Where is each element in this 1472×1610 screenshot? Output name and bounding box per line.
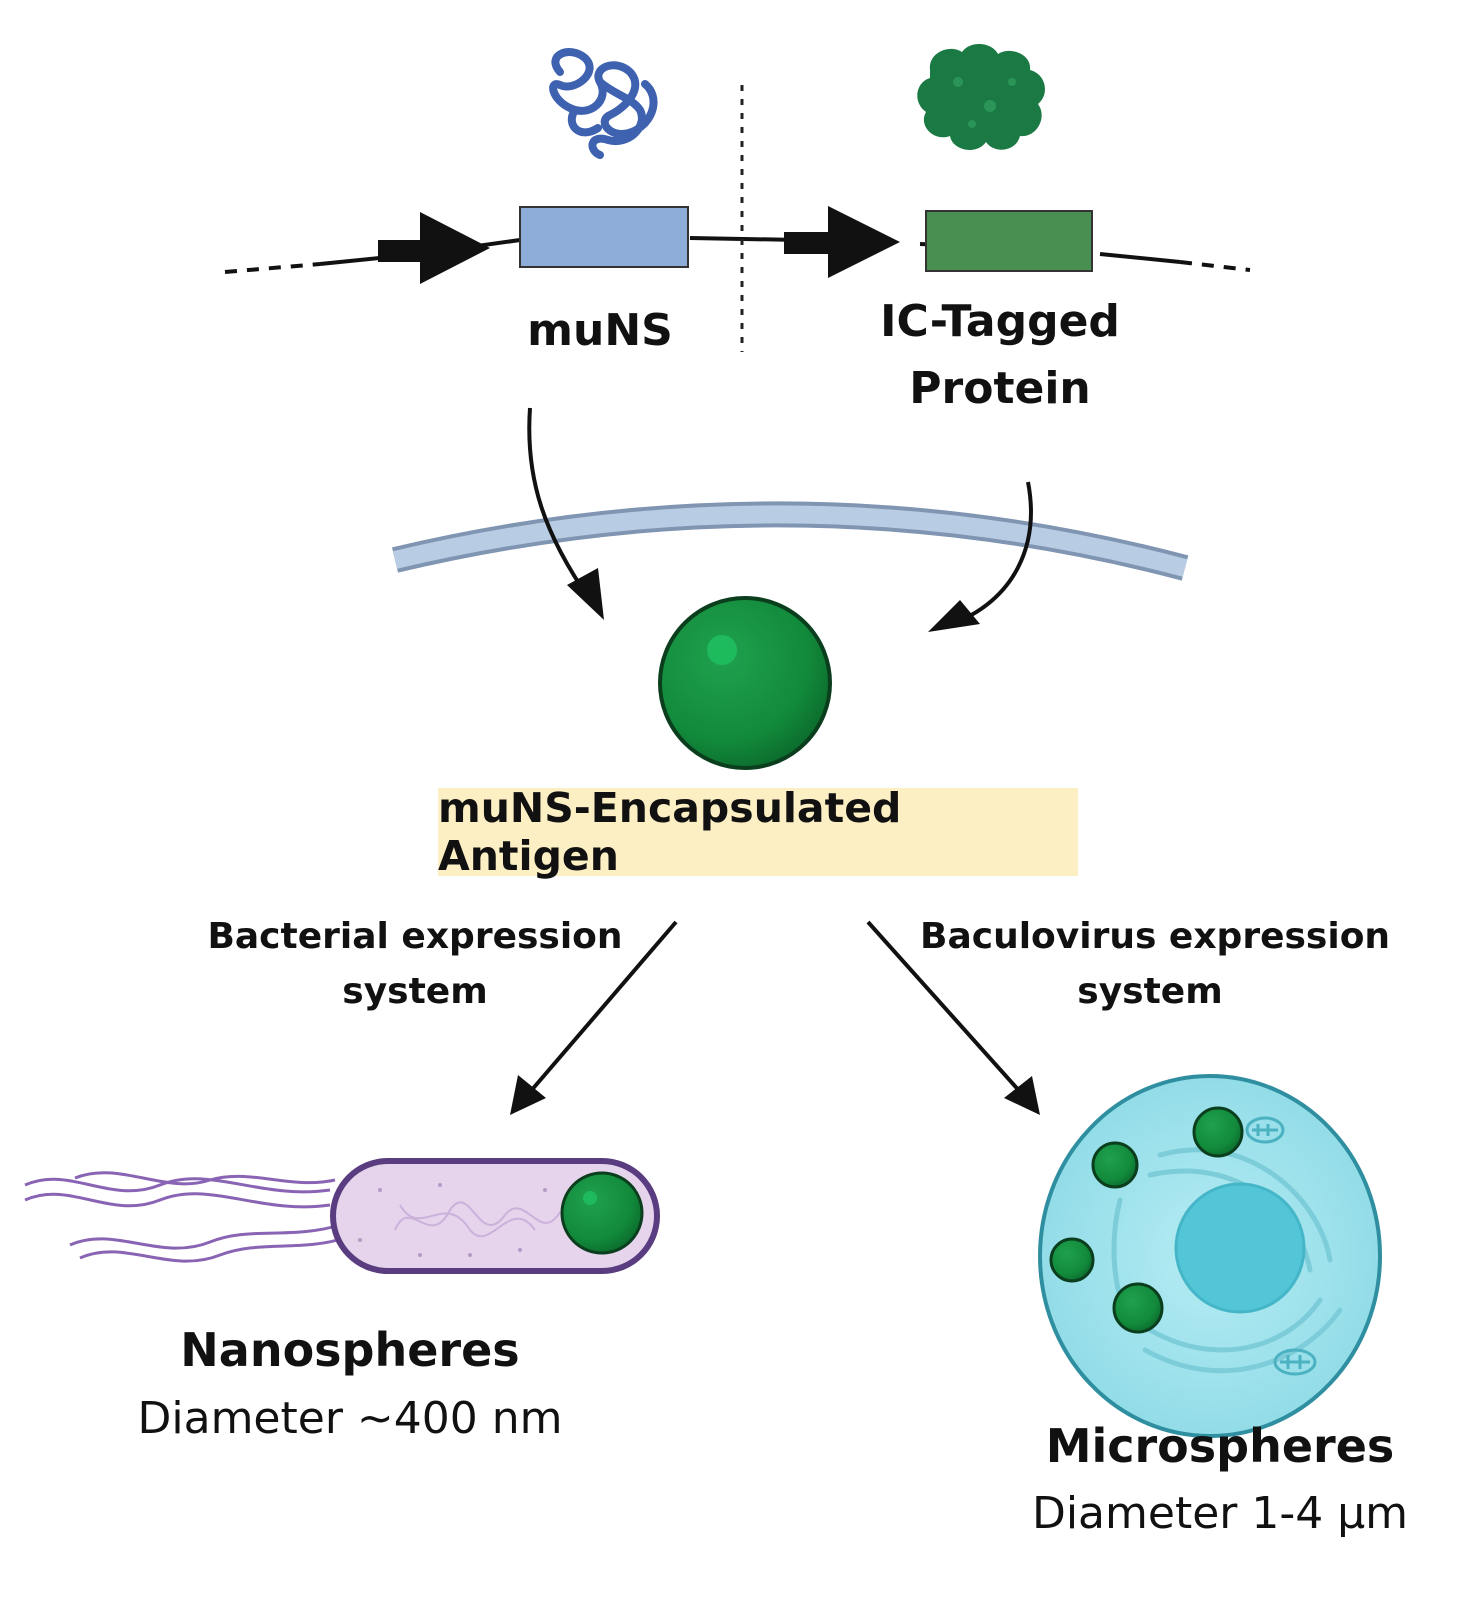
bacterial-system-line1: Bacterial expression [207,916,623,957]
branch-arrows [528,920,1024,1096]
muns-protein-icon [549,48,658,159]
arrowhead-bacterial [510,1075,546,1115]
bacterium-icon [24,1158,660,1274]
antigen-label: muNS-Encapsulated Antigen [438,784,902,880]
arrowhead-right [928,600,980,632]
encapsulated-sphere [658,596,832,770]
muns-gene-box [519,206,689,268]
bacterial-system-line2: system [342,971,488,1012]
nanospheres-diameter: Diameter ~400 nm [137,1393,563,1444]
baculovirus-system-line1: Baculovirus expression [920,916,1391,957]
ic-protein-icon [917,43,1045,150]
antigen-label-box: muNS-Encapsulated Antigen [438,784,1078,880]
insect-cell-icon [1038,1074,1382,1438]
ic-gene-box [925,210,1093,272]
ic-tagged-label-line1: IC-Tagged [880,296,1120,347]
nanospheres-label: Nanospheres [180,1323,520,1377]
arrowhead-left [567,568,604,620]
microspheres-label: Microspheres [1045,1419,1395,1473]
promoter-arrow-2 [784,206,900,278]
muns-label: muNS [527,305,673,356]
ic-tagged-label-line2: Protein [909,363,1091,414]
promoter-arrow-1 [378,212,490,284]
arrowhead-baculovirus [1004,1076,1040,1115]
microspheres-diameter: Diameter 1-4 µm [1031,1488,1409,1539]
baculovirus-system-line2: system [1077,971,1223,1012]
